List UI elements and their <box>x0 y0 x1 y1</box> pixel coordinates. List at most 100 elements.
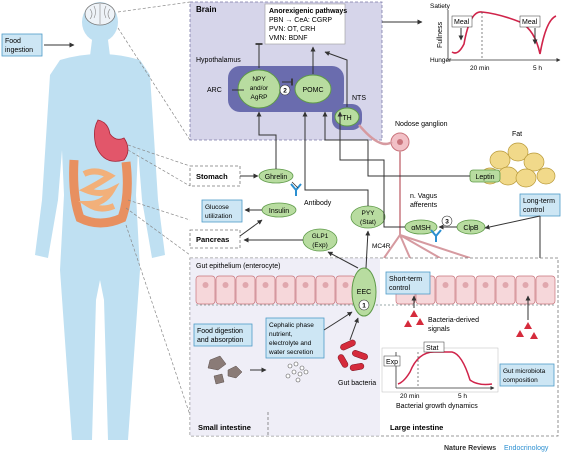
stat-label: Stat <box>426 345 439 352</box>
npy-label-3: AgRP <box>251 94 268 101</box>
step-3-number: 3 <box>445 219 449 226</box>
antibody-icon <box>290 183 302 196</box>
glucose-utilization-box <box>201 199 243 223</box>
bacteria-to-eec-arrow <box>349 317 359 341</box>
bacteria-signal-icons <box>404 310 538 339</box>
npy-label: NPY <box>252 76 266 83</box>
growth-5h-label: 5 h <box>458 393 467 400</box>
pyy-label: PYY <box>361 210 375 217</box>
epithelial-cell <box>515 275 536 305</box>
fullness-chart: Satiety Hunger Fullness Meal Meal 20 min… <box>430 3 561 72</box>
cell-nucleus <box>322 282 329 288</box>
pancreas-label: Pancreas <box>196 235 229 244</box>
gut-microbiota-label-2: composition <box>503 377 538 384</box>
epithelial-cell <box>475 275 496 305</box>
epithelial-cell <box>435 275 456 305</box>
cell-nucleus <box>282 282 289 288</box>
epithelial-cell <box>255 275 276 305</box>
cell-nucleus <box>462 282 469 288</box>
cell-nucleus <box>482 282 489 288</box>
th-label: TH <box>342 115 351 122</box>
npy-label-2: and/or <box>250 85 269 92</box>
pancreas-box <box>189 229 241 249</box>
cell-nucleus <box>542 282 549 288</box>
epithelial-cell <box>495 275 516 305</box>
meal-1-label: Meal <box>454 19 470 26</box>
leptin-to-pomc-arrow <box>322 111 470 177</box>
food-ingestion-label: Food <box>5 38 21 45</box>
long-term-label: Long-term <box>523 198 555 205</box>
glp1-label-2: (Exp) <box>312 242 328 249</box>
cell-nucleus <box>342 282 349 288</box>
journal-section: Endocrinology <box>504 445 549 452</box>
journal-name: Nature Reviews <box>444 445 496 452</box>
nts-nerve <box>358 124 393 146</box>
step-2-number: 2 <box>283 88 287 95</box>
eec-cell <box>351 267 377 317</box>
small-intestine-label: Small intestine <box>198 423 251 432</box>
anorexigenic-line-3: VMN: BDNF <box>269 35 308 42</box>
fat-label: Fat <box>512 131 522 138</box>
exp-label: Exp <box>386 359 398 366</box>
pyy-to-pomc-arrow <box>302 111 369 206</box>
antibody-icon <box>430 229 442 242</box>
cephalic-label-2: nutrient, <box>269 331 293 338</box>
anorexigenic-line-2: PVN: OT, CRH <box>269 26 315 33</box>
epithelial-cell <box>315 275 336 305</box>
cell-nucleus <box>502 282 509 288</box>
arc-label: ARC <box>207 87 222 94</box>
step-3-badge <box>441 215 453 227</box>
vagus-nerve <box>383 151 471 259</box>
stomach-label: Stomach <box>196 172 228 181</box>
large-intestine-label: Large intestine <box>390 423 443 432</box>
cell-nucleus <box>522 282 529 288</box>
nts-label: NTS <box>352 95 366 102</box>
body-connector-lines <box>117 1 191 416</box>
cephalic-phase-box <box>265 317 325 359</box>
glucose-label-2: utilization <box>205 213 232 220</box>
cephalic-label-4: water secretion <box>268 349 313 356</box>
meal-2-tag <box>519 15 541 28</box>
amsh-label: αMSH <box>411 225 431 232</box>
antibody-pointer <box>291 181 299 189</box>
fullness-5h-label: 5 h <box>533 65 542 72</box>
epithelial-cell <box>215 275 236 305</box>
long-term-label-2: control <box>523 207 544 214</box>
epithelial-cell <box>535 275 556 305</box>
cell-nucleus <box>442 282 449 288</box>
pancreas-to-insulin-arrow <box>239 219 263 237</box>
epithelial-cell <box>275 275 296 305</box>
anorexigenic-box <box>264 3 346 45</box>
meal-2-label: Meal <box>522 19 538 26</box>
mc4r-label: MC4R <box>372 243 391 250</box>
ghrelin-label: Ghrelin <box>265 174 288 181</box>
vagus-label: n. Vagus <box>410 193 438 200</box>
nodose-ganglion-label: Nodose ganglion <box>395 121 448 128</box>
th-to-anorexigenic-arrow <box>324 51 348 107</box>
intestine-icon <box>69 159 132 228</box>
gut-microbiota-box <box>499 363 555 387</box>
amsh-to-brain-arrow <box>337 111 405 228</box>
food-ingestion-box: Food ingestion <box>1 33 43 57</box>
brain-title: Brain <box>196 5 217 14</box>
bacteria-signals-label-2: signals <box>428 326 450 333</box>
fullness-20min-label: 20 min <box>470 65 490 72</box>
pomc-label: POMC <box>303 87 324 94</box>
short-term-control-box <box>385 271 431 295</box>
glp1-label: GLP1 <box>312 233 329 240</box>
epithelial-cell <box>195 275 216 305</box>
insulin-label: Insulin <box>269 208 289 215</box>
short-term-label-2: control <box>389 285 410 292</box>
pomc-neuron <box>294 74 332 104</box>
clpb-label: ClpB <box>463 225 479 232</box>
hunger-label: Hunger <box>430 57 452 64</box>
hypothalamus-label: Hypothalamus <box>196 57 241 64</box>
cell-nucleus <box>202 282 209 288</box>
glucose-label: Glucose <box>205 204 229 211</box>
bacteria-icon <box>337 339 368 371</box>
anorexigenic-title: Anorexigenic pathways <box>269 8 347 15</box>
cell-nucleus <box>262 282 269 288</box>
cephalic-to-eec-arrow <box>323 311 353 331</box>
